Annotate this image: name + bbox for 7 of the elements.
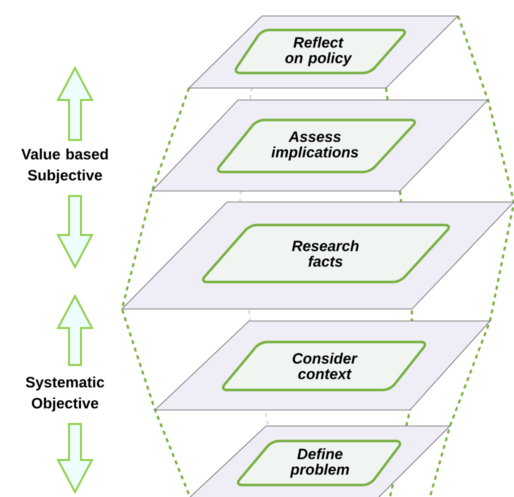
- step-box: Reflect on policy: [234, 28, 406, 74]
- side-label: Systematic Objective: [26, 376, 104, 412]
- step-box: Research facts: [202, 224, 450, 284]
- step-box: Consider context: [222, 340, 426, 392]
- step-box: Assess implications: [216, 118, 416, 174]
- step-box: Define problem: [236, 440, 402, 486]
- side-label: Value based Subjective: [21, 148, 108, 184]
